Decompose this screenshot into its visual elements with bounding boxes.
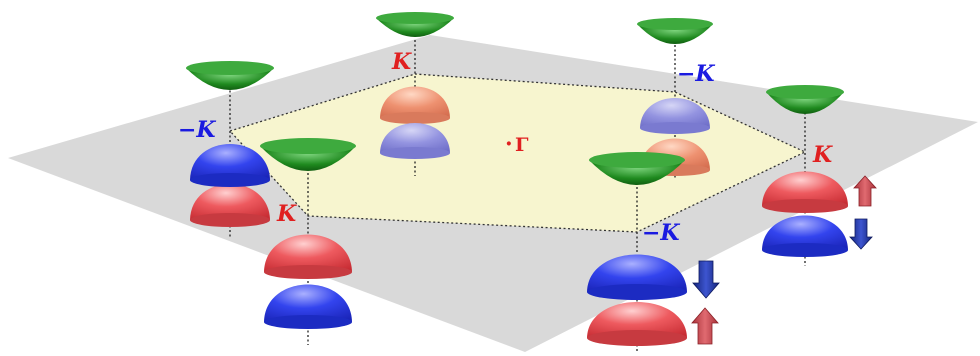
faded-blue-band	[640, 98, 710, 128]
faded-red-band	[380, 86, 450, 118]
blue-valence-band	[264, 284, 352, 322]
valley-back-k	[376, 12, 454, 176]
faded-blue-band	[380, 123, 450, 153]
blue-valence-band	[587, 254, 687, 292]
valley-right-k	[762, 85, 848, 266]
red-valence-band	[587, 302, 687, 338]
gamma-point-label: Γ	[515, 134, 529, 156]
k-label: K	[812, 142, 833, 168]
valley-front-minus-k	[587, 152, 687, 352]
k-label: K	[391, 49, 412, 75]
spin-up-arrow-icon	[691, 307, 719, 345]
red-valence-band	[190, 184, 270, 220]
spin-down-arrow-icon	[849, 218, 873, 250]
valley-front-k	[260, 138, 356, 345]
spin-down-arrow-icon	[692, 260, 720, 299]
spin-up-arrow-icon	[853, 175, 877, 207]
blue-valence-band	[190, 144, 270, 180]
red-valence-band	[762, 171, 848, 206]
minus-k-label: −K	[642, 220, 680, 246]
red-valence-band	[264, 234, 352, 272]
minus-k-label: −K	[677, 61, 715, 87]
gamma-point-dot: ·	[505, 131, 513, 157]
k-label: K	[276, 201, 297, 227]
valley-left-minus-k	[186, 61, 274, 238]
minus-k-label: −K	[178, 117, 216, 143]
blue-valence-band	[762, 215, 848, 250]
